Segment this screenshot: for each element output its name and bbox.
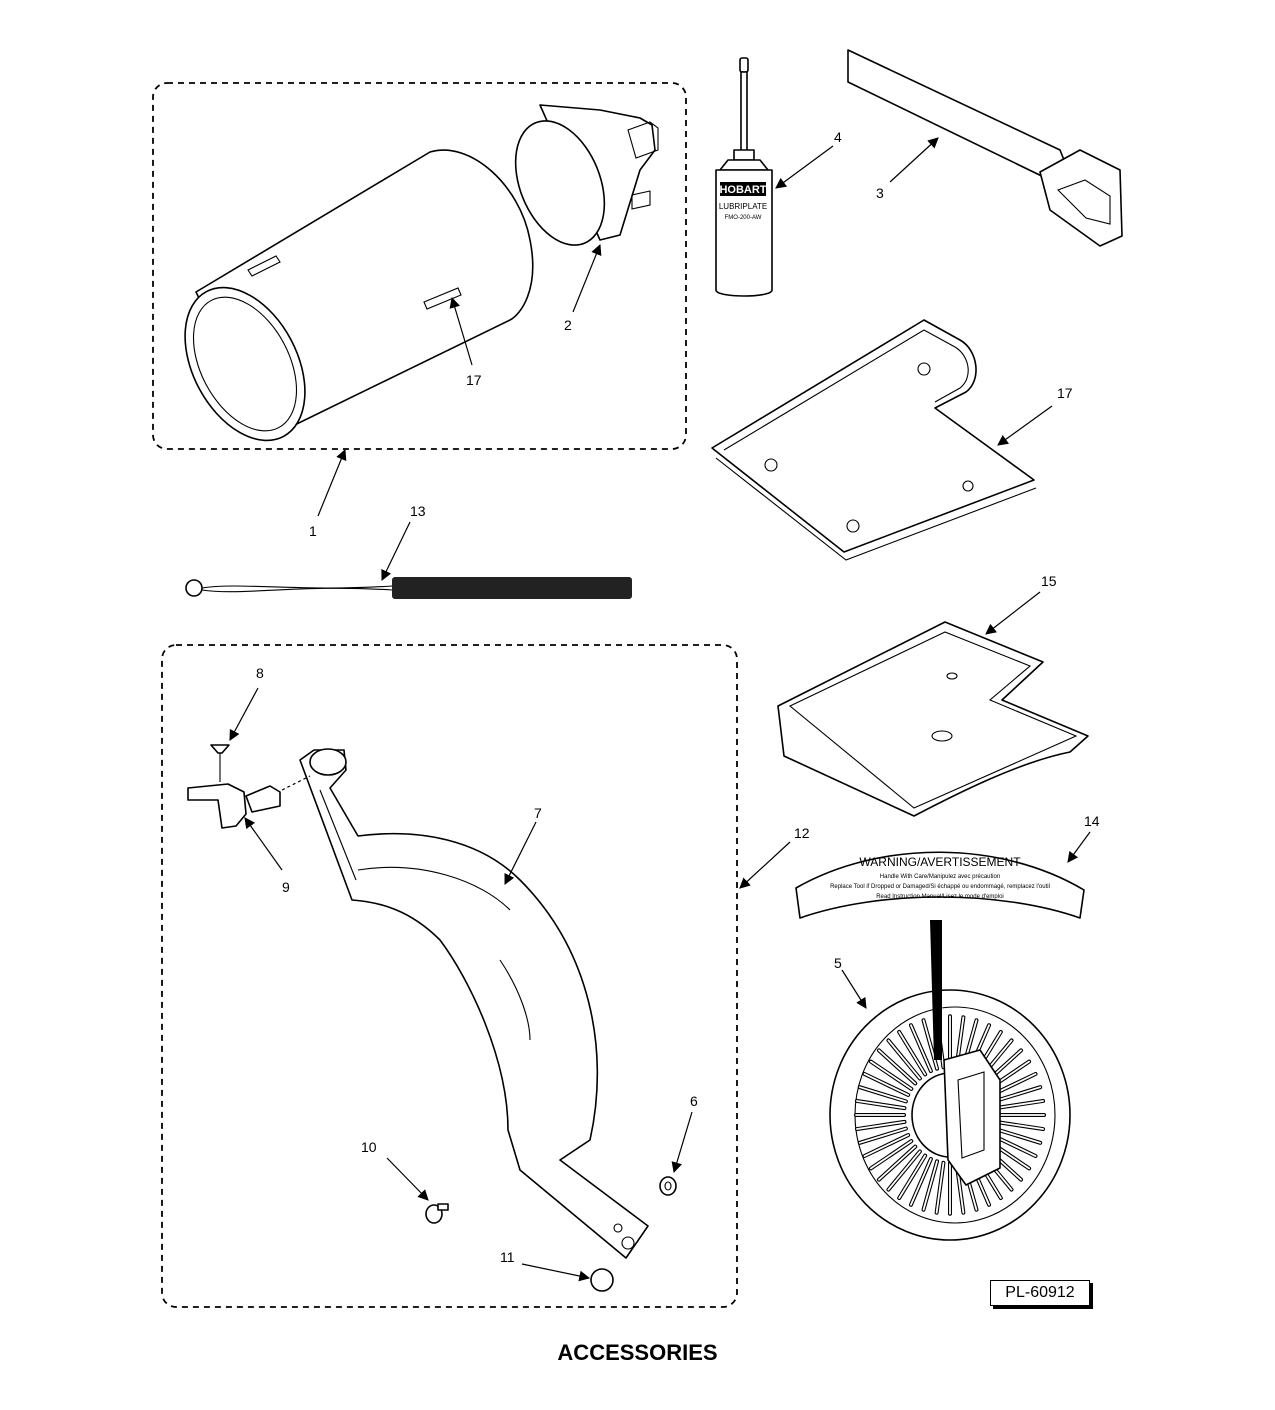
end-cap-part	[514, 104, 659, 246]
kit-1-dashed-frame	[152, 82, 687, 450]
figure-title: ACCESSORIES	[557, 1340, 718, 1365]
callout-8: 8	[256, 665, 264, 681]
kit-12-dashed-frame	[161, 644, 738, 1308]
disc-slot-inner	[863, 1134, 910, 1157]
screw-part	[210, 744, 230, 782]
cylinder-part	[184, 149, 534, 442]
bottle-code: FMO-200-AW	[725, 215, 762, 221]
warning-label-part: WARNING/AVERTISSEMENT Handle With Care/M…	[795, 851, 1085, 919]
callout-4: 4	[834, 129, 842, 145]
disc-slot-inner	[878, 1145, 917, 1181]
disc-slot-inner	[898, 1031, 927, 1076]
callout-17: 17	[1057, 385, 1073, 401]
callout-7: 7	[534, 805, 542, 821]
plate-number-box: PL-60912	[990, 1280, 1090, 1306]
disc-slot-inner	[993, 1127, 1042, 1144]
base-tray-part	[711, 319, 1037, 561]
disc-slot-inner	[858, 1086, 907, 1103]
knob-part	[590, 1268, 614, 1292]
callout-15: 15	[1041, 573, 1057, 589]
disc-slot-inner	[922, 1019, 938, 1070]
disc-slot-inner	[870, 1060, 913, 1090]
disc-slot-inner	[993, 1086, 1042, 1103]
disc-slot-inner	[935, 1161, 945, 1214]
warning-heading: WARNING/AVERTISSEMENT	[859, 855, 1021, 869]
disc-slot-inner	[878, 1049, 917, 1085]
callout-12: 12	[794, 825, 810, 841]
disc-slot-inner	[887, 1039, 921, 1080]
callout-10: 10	[361, 1139, 377, 1155]
thumb-screw-part	[425, 1203, 449, 1224]
disc-slot-inner	[863, 1073, 910, 1096]
warning-line-2: Replace Tool if Dropped or Damaged/Si éc…	[830, 884, 1050, 890]
callout-5: 5	[834, 955, 842, 971]
disc-slot-inner	[856, 1120, 906, 1130]
warning-line-3: Read Instruction Manual/Lisez le mode d'…	[876, 894, 1004, 900]
callout-11: 11	[500, 1249, 515, 1265]
callout-3: 3	[876, 185, 884, 201]
nut-part	[659, 1176, 677, 1196]
disc-slot-inner	[994, 1120, 1044, 1130]
callout-2: 2	[564, 317, 572, 333]
disc-slot-inner	[856, 1100, 906, 1110]
bracket-part	[187, 783, 281, 829]
callout-9: 9	[282, 879, 290, 895]
lubricant-bottle-part: HOBART LUBRIPLATE FMO-200-AW	[715, 57, 773, 297]
callout-1: 1	[309, 523, 317, 539]
cleaning-brush-part	[185, 577, 632, 599]
disc-slot-inner	[922, 1160, 938, 1211]
disc-slot-inner	[994, 1100, 1044, 1110]
bottle-brand: HOBART	[719, 184, 766, 196]
callout-14: 14	[1084, 813, 1100, 829]
warning-line-1: Handle With Care/Manipulez avec précauti…	[880, 874, 1000, 880]
disc-slot-inner	[898, 1154, 927, 1199]
callout-13: 13	[410, 503, 426, 519]
disc-slot-inner	[910, 1158, 932, 1206]
tray-part	[777, 621, 1089, 817]
callout-16: 17	[466, 372, 482, 388]
callout-6: 6	[690, 1093, 698, 1109]
chute-part	[299, 748, 649, 1259]
bottle-product: LUBRIPLATE	[719, 202, 767, 211]
disc-slot-inner	[887, 1150, 921, 1191]
disc-slot-inner	[870, 1140, 913, 1170]
cutting-disc-part	[829, 920, 1071, 1241]
pusher-tool-part	[847, 49, 1123, 247]
disc-slot-inner	[910, 1024, 932, 1072]
disc-slot-inner	[858, 1127, 907, 1144]
